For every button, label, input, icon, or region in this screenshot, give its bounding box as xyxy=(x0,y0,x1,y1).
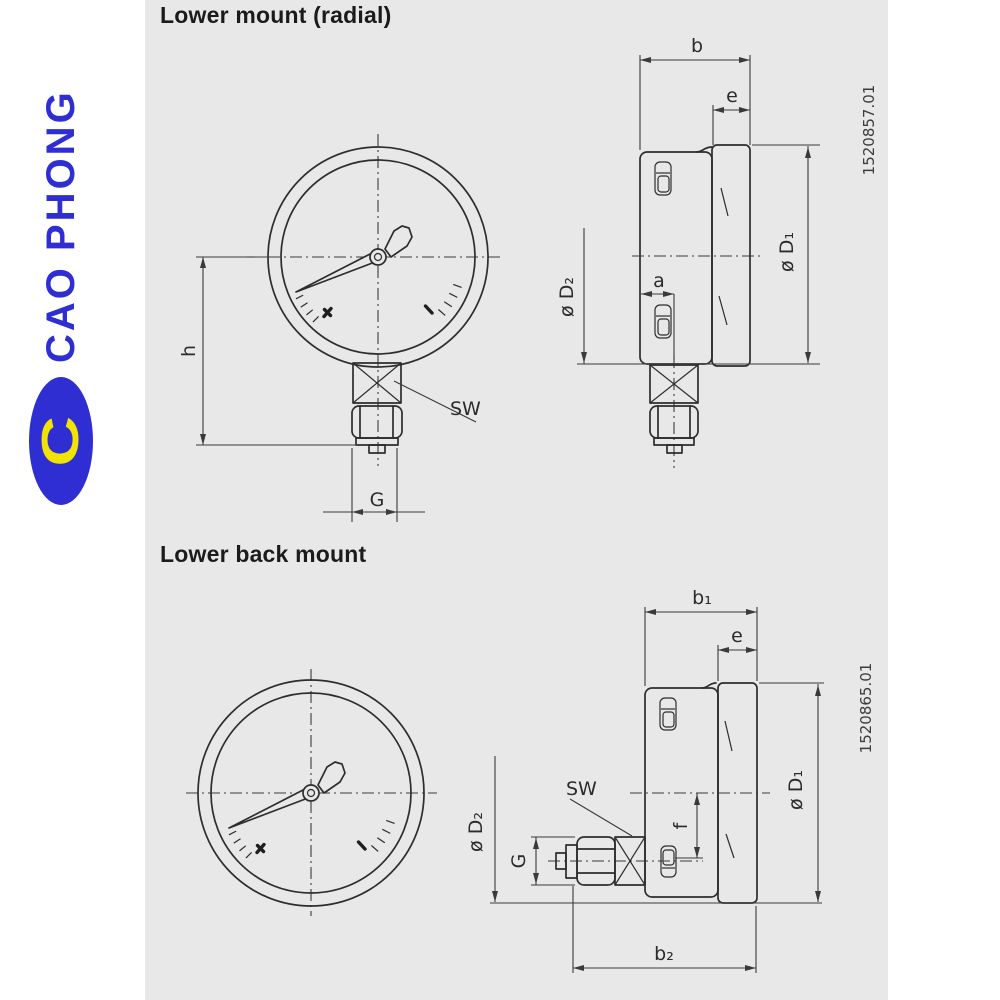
section-title-lower-mount-radial: Lower mount (radial) xyxy=(160,2,392,28)
dimension-g: G xyxy=(323,448,425,522)
gauge-dial xyxy=(210,692,412,894)
callout-sw: SW xyxy=(566,778,633,837)
gauge-dial xyxy=(280,159,476,355)
dim-label-g: G xyxy=(508,854,530,869)
dim-label-d1: ø D₁ xyxy=(776,232,798,272)
dim-label-e: e xyxy=(731,625,743,647)
dim-label-d2: ø D₂ xyxy=(465,812,487,852)
dimension-g: G xyxy=(508,836,575,886)
needle-hub xyxy=(369,248,387,266)
dial-tick-marks xyxy=(228,819,395,859)
dim-label-sw: SW xyxy=(450,398,481,420)
bayonet-slot-upper xyxy=(659,697,677,731)
case-body xyxy=(639,151,713,365)
dial-tick-marks xyxy=(295,283,462,323)
dimension-d1: ø D₁ xyxy=(752,144,820,363)
dimension-h: h xyxy=(178,256,357,446)
lower-back-mount-front-view xyxy=(186,669,437,916)
dim-label-h: h xyxy=(178,345,200,357)
dim-label-e: e xyxy=(726,85,738,107)
lower-mount-front-view: h G SW xyxy=(178,134,504,522)
section-title-lower-back-mount: Lower back mount xyxy=(160,541,367,567)
dial-stop-pins xyxy=(322,304,434,319)
dimension-b2: b₂ xyxy=(572,886,757,973)
dimension-a: a xyxy=(641,270,675,360)
dimension-d2: ø D₂ xyxy=(465,756,822,904)
lower-back-mount-side-view: b₁ e G f SW xyxy=(465,587,824,973)
doc-number-lower-mount: 1520857.01 xyxy=(860,85,878,176)
gauge-needle xyxy=(295,252,376,293)
thread-stub xyxy=(666,444,683,454)
doc-number-lower-back-mount: 1520865.01 xyxy=(857,663,875,754)
drawing-panel xyxy=(145,0,888,1000)
dim-label-d2: ø D₂ xyxy=(556,277,578,317)
dim-label-a: a xyxy=(653,270,665,292)
dim-label-b: b xyxy=(691,35,703,57)
thread-stub xyxy=(368,444,386,454)
bayonet-slot-upper xyxy=(654,161,672,196)
dimension-e: e xyxy=(712,85,750,145)
dimension-d1: ø D₁ xyxy=(759,682,824,902)
dim-label-b1: b₁ xyxy=(692,587,712,609)
dim-label-b2: b₂ xyxy=(654,943,674,965)
needle-counterweight xyxy=(317,761,346,794)
dim-label-d1: ø D₁ xyxy=(785,770,807,810)
dim-label-g: G xyxy=(370,489,385,511)
dimension-e: e xyxy=(717,625,757,681)
needle-hub xyxy=(302,784,320,802)
wrench-flats-square xyxy=(352,362,402,404)
dimension-d2: ø D₂ xyxy=(556,228,820,365)
wrench-flats-square xyxy=(649,364,699,404)
needle-counterweight xyxy=(384,225,413,258)
dial-stop-pins xyxy=(255,840,367,855)
gauge-bezel-ring xyxy=(197,679,425,907)
dimension-b1: b₁ xyxy=(644,587,758,686)
thread-stub xyxy=(555,852,567,870)
dimension-b: b xyxy=(639,35,751,150)
lower-mount-side-view: b e a ø D₂ xyxy=(556,35,820,468)
dim-label-f: f xyxy=(670,821,692,829)
gauge-needle xyxy=(228,788,309,829)
dim-label-sw: SW xyxy=(566,778,597,800)
dimension-f: f xyxy=(670,793,703,859)
callout-sw: SW xyxy=(393,380,481,423)
bayonet-slot-lower xyxy=(654,304,672,339)
